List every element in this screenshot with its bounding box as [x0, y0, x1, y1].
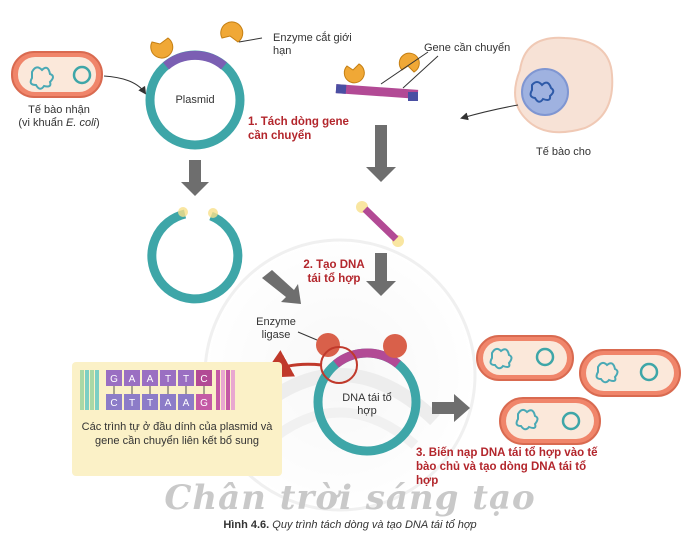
backbone-segment [85, 370, 89, 410]
bottom-base-letter: A [165, 398, 172, 409]
figure-caption: Hình 4.6. Quy trình tách dòng và tạo DNA… [0, 519, 700, 531]
cut-plasmid [147, 207, 243, 304]
bottom-base-letter: A [183, 398, 190, 409]
caption-text: Quy trình tách dòng và tạo DNA tái tổ hợ… [272, 519, 477, 531]
bottom-base-box [106, 394, 122, 410]
bottom-base-box [196, 394, 212, 410]
plasmid-label: Plasmid [175, 94, 215, 106]
backbone-segment [95, 370, 99, 410]
backbone-segment [231, 370, 235, 410]
top-base-box [196, 370, 212, 386]
step3-label: 3. Biến nạp DNA tái tổ hợp vào tế bào ch… [416, 447, 598, 487]
bottom-base-box [124, 394, 140, 410]
top-base-box [142, 370, 158, 386]
bottom-base-box [178, 394, 194, 410]
recombinant-dna [313, 333, 421, 456]
bottom-base-letter: T [129, 398, 135, 409]
backbone-segment [90, 370, 94, 410]
top-base-letter: C [200, 374, 207, 385]
donor-cell-label: Tế bào cho [536, 146, 592, 158]
step2-label: 2. Tạo DNA tái tổ hợp [303, 259, 365, 285]
top-base-letter: G [110, 374, 118, 385]
watermark-text: Chân trời sáng tạo [164, 478, 536, 518]
transformed-bacteria [476, 335, 681, 445]
plasmid-top [145, 50, 245, 150]
top-base-box [178, 370, 194, 386]
process-arrows [181, 125, 470, 422]
bottom-base-letter: T [147, 398, 153, 409]
bottom-base-letter: G [200, 398, 208, 409]
top-base-box [124, 370, 140, 386]
enzyme-cut-label: Enzyme cắt giới hạn [273, 32, 352, 57]
backbone-segment [80, 370, 84, 410]
gene-fragment-top [335, 52, 420, 101]
recipient-bacterium [11, 51, 103, 98]
ligase-label: Enzyme ligase [256, 316, 296, 341]
donor-cell [514, 36, 614, 134]
restriction-enzyme-icon [150, 21, 244, 59]
recipient-cell-title: Tế bào nhận [28, 104, 90, 116]
recipient-cell-subtitle: (vi khuẩn E. coli) [18, 117, 100, 129]
backbone-segment [216, 370, 220, 410]
gene-transfer-label: Gene cần chuyển [424, 42, 511, 54]
top-base-letter: A [129, 374, 136, 385]
bottom-base-letter: C [110, 398, 117, 409]
top-base-letter: T [165, 374, 171, 385]
step1-label: 1. Tách dòng gene cần chuyển [248, 116, 349, 142]
top-base-letter: T [183, 374, 189, 385]
recombinant-label: DNA tái tổ hợp [342, 392, 392, 417]
backbone-segment [226, 370, 230, 410]
backbone-segment [221, 370, 225, 410]
recipient-cell-label: Tế bào nhận (vi khuẩn E. coli) [4, 104, 114, 130]
top-base-box [106, 370, 122, 386]
top-base-box [160, 370, 176, 386]
bottom-base-box [142, 394, 158, 410]
top-base-letter: A [147, 374, 154, 385]
bottom-base-box [160, 394, 176, 410]
sticky-ends-caption: Các trình tự ở đầu dính của plasmid và g… [81, 421, 273, 447]
cut-gene-fragment [356, 201, 404, 247]
caption-number: Hình 4.6. [223, 519, 270, 531]
